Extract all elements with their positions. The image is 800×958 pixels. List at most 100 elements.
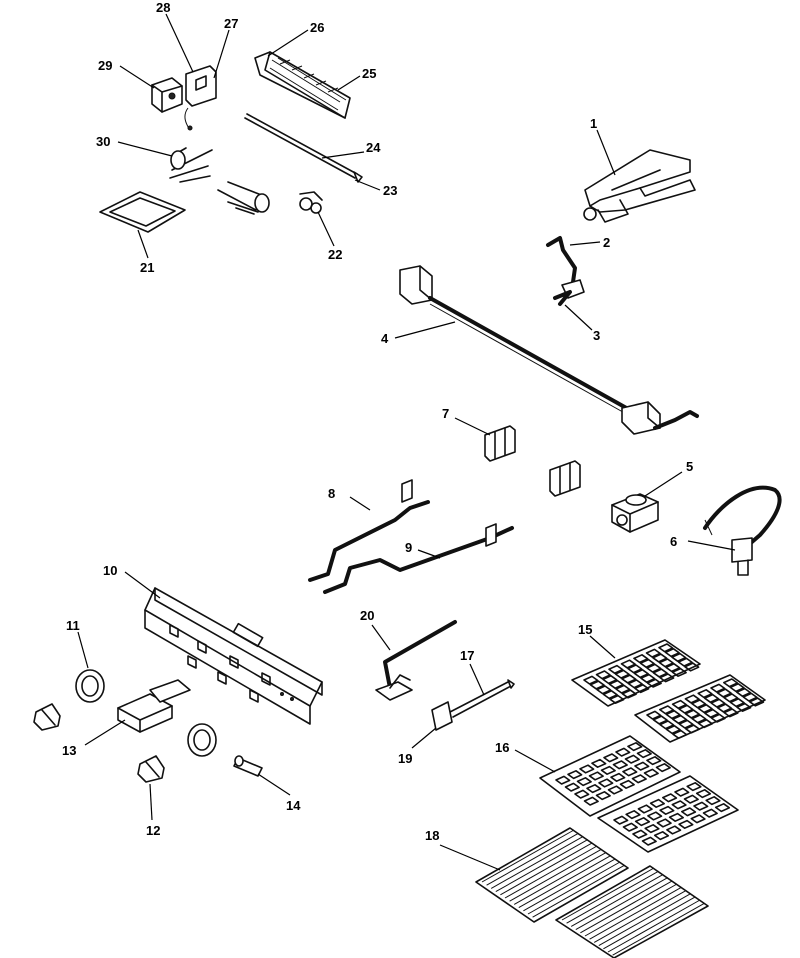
briquette-cell	[716, 703, 733, 713]
leader-15	[589, 635, 616, 659]
callout-7: 7	[442, 406, 449, 421]
grate-bar	[570, 873, 664, 927]
leader-12	[149, 783, 153, 821]
briquette-cell	[723, 708, 739, 718]
heat-plate-hole	[646, 756, 662, 766]
briquette-cell	[633, 654, 649, 664]
briquette-cell	[678, 704, 694, 714]
leader-23	[354, 179, 381, 191]
leader-30	[117, 141, 173, 157]
briquette-cell	[608, 664, 624, 674]
leader-1	[596, 129, 616, 176]
briquette-cell	[652, 715, 668, 725]
leader-7	[454, 417, 491, 436]
briquette-cell	[672, 729, 688, 739]
leader-17	[469, 663, 485, 696]
briquette-cell	[589, 680, 605, 690]
heat-plate-hole	[567, 770, 583, 780]
briquette-cell	[602, 675, 618, 685]
heat-plate-hole	[632, 829, 648, 839]
leader-19	[411, 727, 437, 749]
heat-plate-hole	[634, 817, 651, 827]
heat-plate-hole	[555, 775, 571, 785]
briquette-cell	[658, 658, 674, 668]
briquette-cell	[691, 714, 707, 724]
briquette-cell	[742, 692, 758, 702]
briquette-cell	[621, 674, 637, 684]
leader-28	[165, 13, 194, 73]
leader-27	[213, 29, 230, 79]
briquette-cell	[665, 663, 681, 673]
briquette-cell	[703, 693, 720, 703]
heat-plate-hole	[702, 808, 718, 818]
callout-26: 26	[310, 20, 324, 35]
briquette-cell	[659, 720, 675, 730]
briquette-cell	[658, 643, 674, 653]
grate-bar	[486, 832, 579, 886]
briquette-cell	[659, 705, 675, 715]
briquette-grid-15-b	[634, 674, 766, 743]
heat-plate-hole	[588, 771, 604, 781]
heat-plate-hole	[591, 758, 607, 768]
spit-rod-part	[244, 113, 363, 183]
heat-plate-hole	[610, 772, 626, 782]
callout-25: 25	[362, 66, 376, 81]
heat-plate-hole	[624, 754, 640, 764]
briquette-cell	[652, 668, 668, 678]
grate-bar	[598, 893, 692, 947]
grate-bar	[589, 886, 682, 940]
callout-21: 21	[140, 260, 154, 275]
grate-bar	[593, 889, 687, 943]
briquette-cell	[608, 679, 624, 689]
heat-plate-hole	[615, 747, 631, 757]
briquette-cell	[671, 667, 687, 677]
callout-6: 6	[670, 534, 677, 549]
crossover-tube-8	[308, 479, 430, 582]
grate-bar	[509, 848, 602, 902]
callout-13: 13	[62, 743, 76, 758]
grate-bar	[481, 829, 575, 883]
leader-5	[644, 471, 683, 497]
briquette-cell	[716, 688, 732, 698]
heat-plate-hole	[678, 819, 694, 829]
briquette-cell	[627, 664, 643, 674]
heat-plate-hole	[656, 818, 672, 828]
callout-19: 19	[398, 751, 412, 766]
bezel-part-b	[187, 723, 217, 757]
heat-plate-hole	[603, 753, 619, 763]
grate-bar	[566, 870, 659, 924]
callout-17: 17	[460, 648, 474, 663]
briquette-cell	[633, 669, 649, 679]
grate-bar	[490, 835, 584, 889]
knob-part-12	[137, 755, 165, 783]
briquette-cell	[729, 683, 745, 693]
briquette-cell	[671, 699, 687, 709]
leader-6	[687, 540, 736, 551]
grate-bar	[523, 858, 616, 912]
battery-part	[233, 755, 263, 777]
briquette-cell	[615, 684, 631, 694]
heat-plate-hole	[674, 787, 690, 797]
heat-plate-hole	[586, 784, 602, 794]
briquette-cell	[665, 725, 681, 735]
clip-part	[299, 191, 323, 214]
briquette-cell	[646, 663, 662, 673]
grate-bar	[532, 864, 625, 918]
valve-part	[611, 493, 659, 533]
briquette-cell	[583, 675, 599, 685]
briquette-cell	[749, 697, 765, 707]
heat-plate-hole	[613, 815, 629, 825]
leader-2	[569, 241, 601, 246]
heat-plate-hole	[622, 767, 638, 777]
heat-plate-hole	[576, 777, 592, 787]
briquette-cell	[723, 693, 739, 703]
igniter-module-part	[117, 679, 191, 733]
briquette-cell	[729, 698, 745, 708]
grate-bar	[518, 855, 612, 909]
callout-16: 16	[495, 740, 509, 755]
briquette-cell	[736, 702, 752, 712]
heat-plate-hole	[693, 801, 709, 811]
crossover-tube-9	[323, 523, 514, 594]
briquette-cell	[664, 648, 680, 658]
